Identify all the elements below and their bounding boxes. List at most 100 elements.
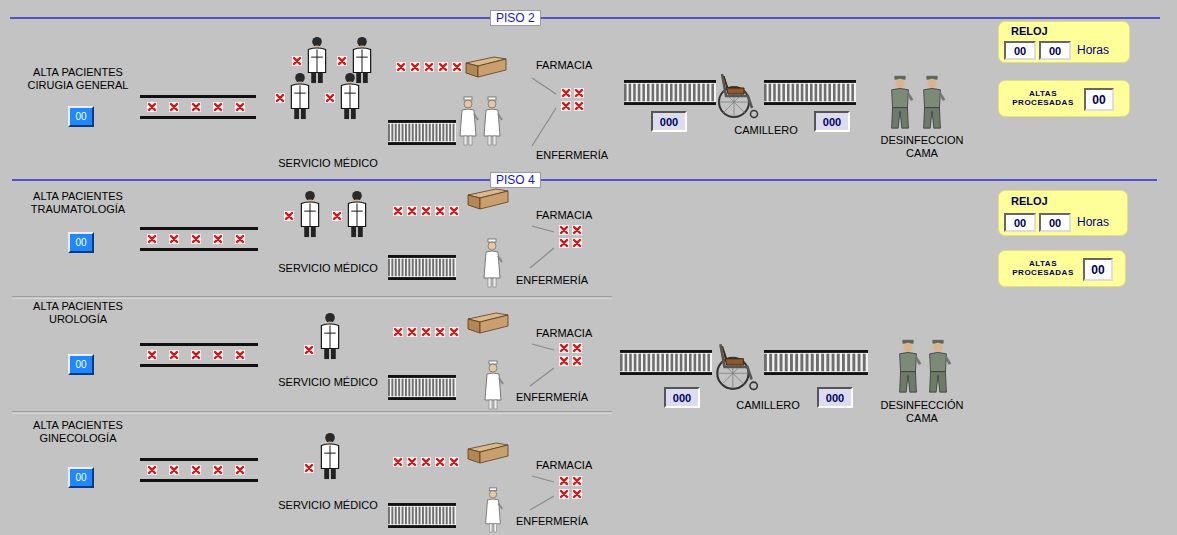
entity-mark xyxy=(574,88,584,98)
entity-mark xyxy=(561,101,571,111)
queue-ladder xyxy=(388,255,456,280)
entity-mark xyxy=(304,345,314,355)
doctor-icon xyxy=(301,191,318,237)
entity-mark xyxy=(147,234,157,244)
entity-mark xyxy=(147,350,157,360)
entity-mark xyxy=(449,206,459,216)
queue-counter-text: 000 xyxy=(823,116,841,128)
specialty-label: ALTA PACIENTES CIRUGIA GENERAL xyxy=(18,66,138,92)
branch-line xyxy=(530,476,554,510)
entity-mark xyxy=(572,489,582,499)
specialty-label: ALTA PACIENTES UROLOGÍA xyxy=(18,300,138,326)
branch-line xyxy=(530,226,554,268)
entity-mark xyxy=(559,476,569,486)
queue-ladder xyxy=(388,375,456,400)
discharge-counter-text: 00 xyxy=(75,111,86,122)
queue-counter: 000 xyxy=(814,111,850,132)
pharmacy-desk xyxy=(468,313,508,333)
cleaner-icon xyxy=(900,340,921,392)
station-label: SERVICIO MÉDICO xyxy=(268,157,388,170)
entity-mark xyxy=(452,62,462,72)
queue-ladder xyxy=(620,350,712,375)
separator-line xyxy=(12,412,612,413)
doctor-icon xyxy=(308,37,325,83)
entity-mark xyxy=(438,62,448,72)
station-label: FARMACIA xyxy=(536,209,592,222)
entity-mark xyxy=(407,457,417,467)
station-label: CAMILLERO xyxy=(728,399,808,412)
discharge-total-text: 00 xyxy=(1091,263,1104,277)
entity-mark xyxy=(421,327,431,337)
pharmacy-desk xyxy=(466,57,506,77)
entity-mark xyxy=(235,350,245,360)
discharge-total-panel: ALTAS PROCESADAS 00 xyxy=(998,250,1126,287)
entity-mark xyxy=(435,206,445,216)
entity-mark xyxy=(235,102,245,112)
floor-title: PISO 4 xyxy=(490,172,541,188)
entity-mark xyxy=(147,102,157,112)
discharge-counter: 00 xyxy=(68,467,94,488)
pharmacy-desk xyxy=(468,189,508,209)
cleaner-icon xyxy=(892,76,913,128)
wheelchair-icon xyxy=(719,74,758,118)
separator-line xyxy=(12,298,612,299)
discharge-total-panel-text: ALTAS PROCESADAS xyxy=(1006,259,1080,277)
queue-rail xyxy=(140,458,258,482)
discharge-total-text: 00 xyxy=(1092,93,1105,107)
nurse-icon xyxy=(460,97,478,145)
specialty-label: ALTA PACIENTES GINECOLOGÍA xyxy=(18,419,138,445)
station-label: DESINFECCIÓN CAMA xyxy=(872,399,972,425)
clock-minutes: 00 xyxy=(1039,213,1071,232)
clock-minutes-text: 00 xyxy=(1049,217,1061,229)
entity-mark xyxy=(449,457,459,467)
entity-mark xyxy=(191,350,201,360)
entity-mark xyxy=(393,206,403,216)
queue-counter: 000 xyxy=(817,387,853,408)
queue-ladder xyxy=(624,80,716,105)
entity-mark xyxy=(561,88,571,98)
clock-panel: RELOJHoras0000 xyxy=(998,190,1128,236)
entity-mark xyxy=(407,327,417,337)
station-label: ENFERMERÍA xyxy=(516,274,588,287)
clock-hours-text: 00 xyxy=(1014,45,1026,57)
queue-ladder xyxy=(388,503,456,528)
cleaner-icon xyxy=(924,76,945,128)
entity-mark xyxy=(435,457,445,467)
entity-mark xyxy=(449,327,459,337)
entity-mark xyxy=(292,56,302,66)
clock-hours: 00 xyxy=(1004,41,1036,60)
entity-mark xyxy=(559,225,569,235)
entity-mark xyxy=(304,463,314,473)
discharge-counter-text: 00 xyxy=(75,237,86,248)
entity-mark xyxy=(572,238,582,248)
separator-line xyxy=(12,413,612,414)
entity-mark xyxy=(191,465,201,475)
discharge-total-panel: ALTAS PROCESADAS00 xyxy=(998,80,1130,117)
pharmacy-desk xyxy=(468,443,508,463)
clock-hours-text: 00 xyxy=(1014,217,1026,229)
entity-mark xyxy=(421,206,431,216)
entity-mark xyxy=(235,234,245,244)
doctor-icon xyxy=(353,37,370,83)
branch-line xyxy=(530,344,554,386)
clock-panel-text: Horas xyxy=(1077,43,1109,57)
entity-mark xyxy=(337,56,347,66)
floor-line xyxy=(10,17,1160,19)
doctor-icon xyxy=(291,73,308,119)
queue-rail xyxy=(140,95,256,119)
floor-title: PISO 2 xyxy=(490,10,541,26)
station-label: SERVICIO MÉDICO xyxy=(268,499,388,512)
queue-ladder xyxy=(764,80,856,105)
clock-panel-text: RELOJ xyxy=(1011,195,1048,207)
entity-mark xyxy=(559,356,569,366)
queue-rail xyxy=(140,227,258,251)
clock-panel-text: RELOJ xyxy=(1011,25,1048,37)
entity-mark xyxy=(284,211,294,221)
clock-panel: RELOJHoras0000 xyxy=(998,21,1130,63)
station-label: ENFERMERÍA xyxy=(536,149,608,162)
station-label: CAMILLERO xyxy=(726,124,806,137)
entity-mark xyxy=(572,225,582,235)
entity-mark xyxy=(191,102,201,112)
entity-mark xyxy=(147,465,157,475)
